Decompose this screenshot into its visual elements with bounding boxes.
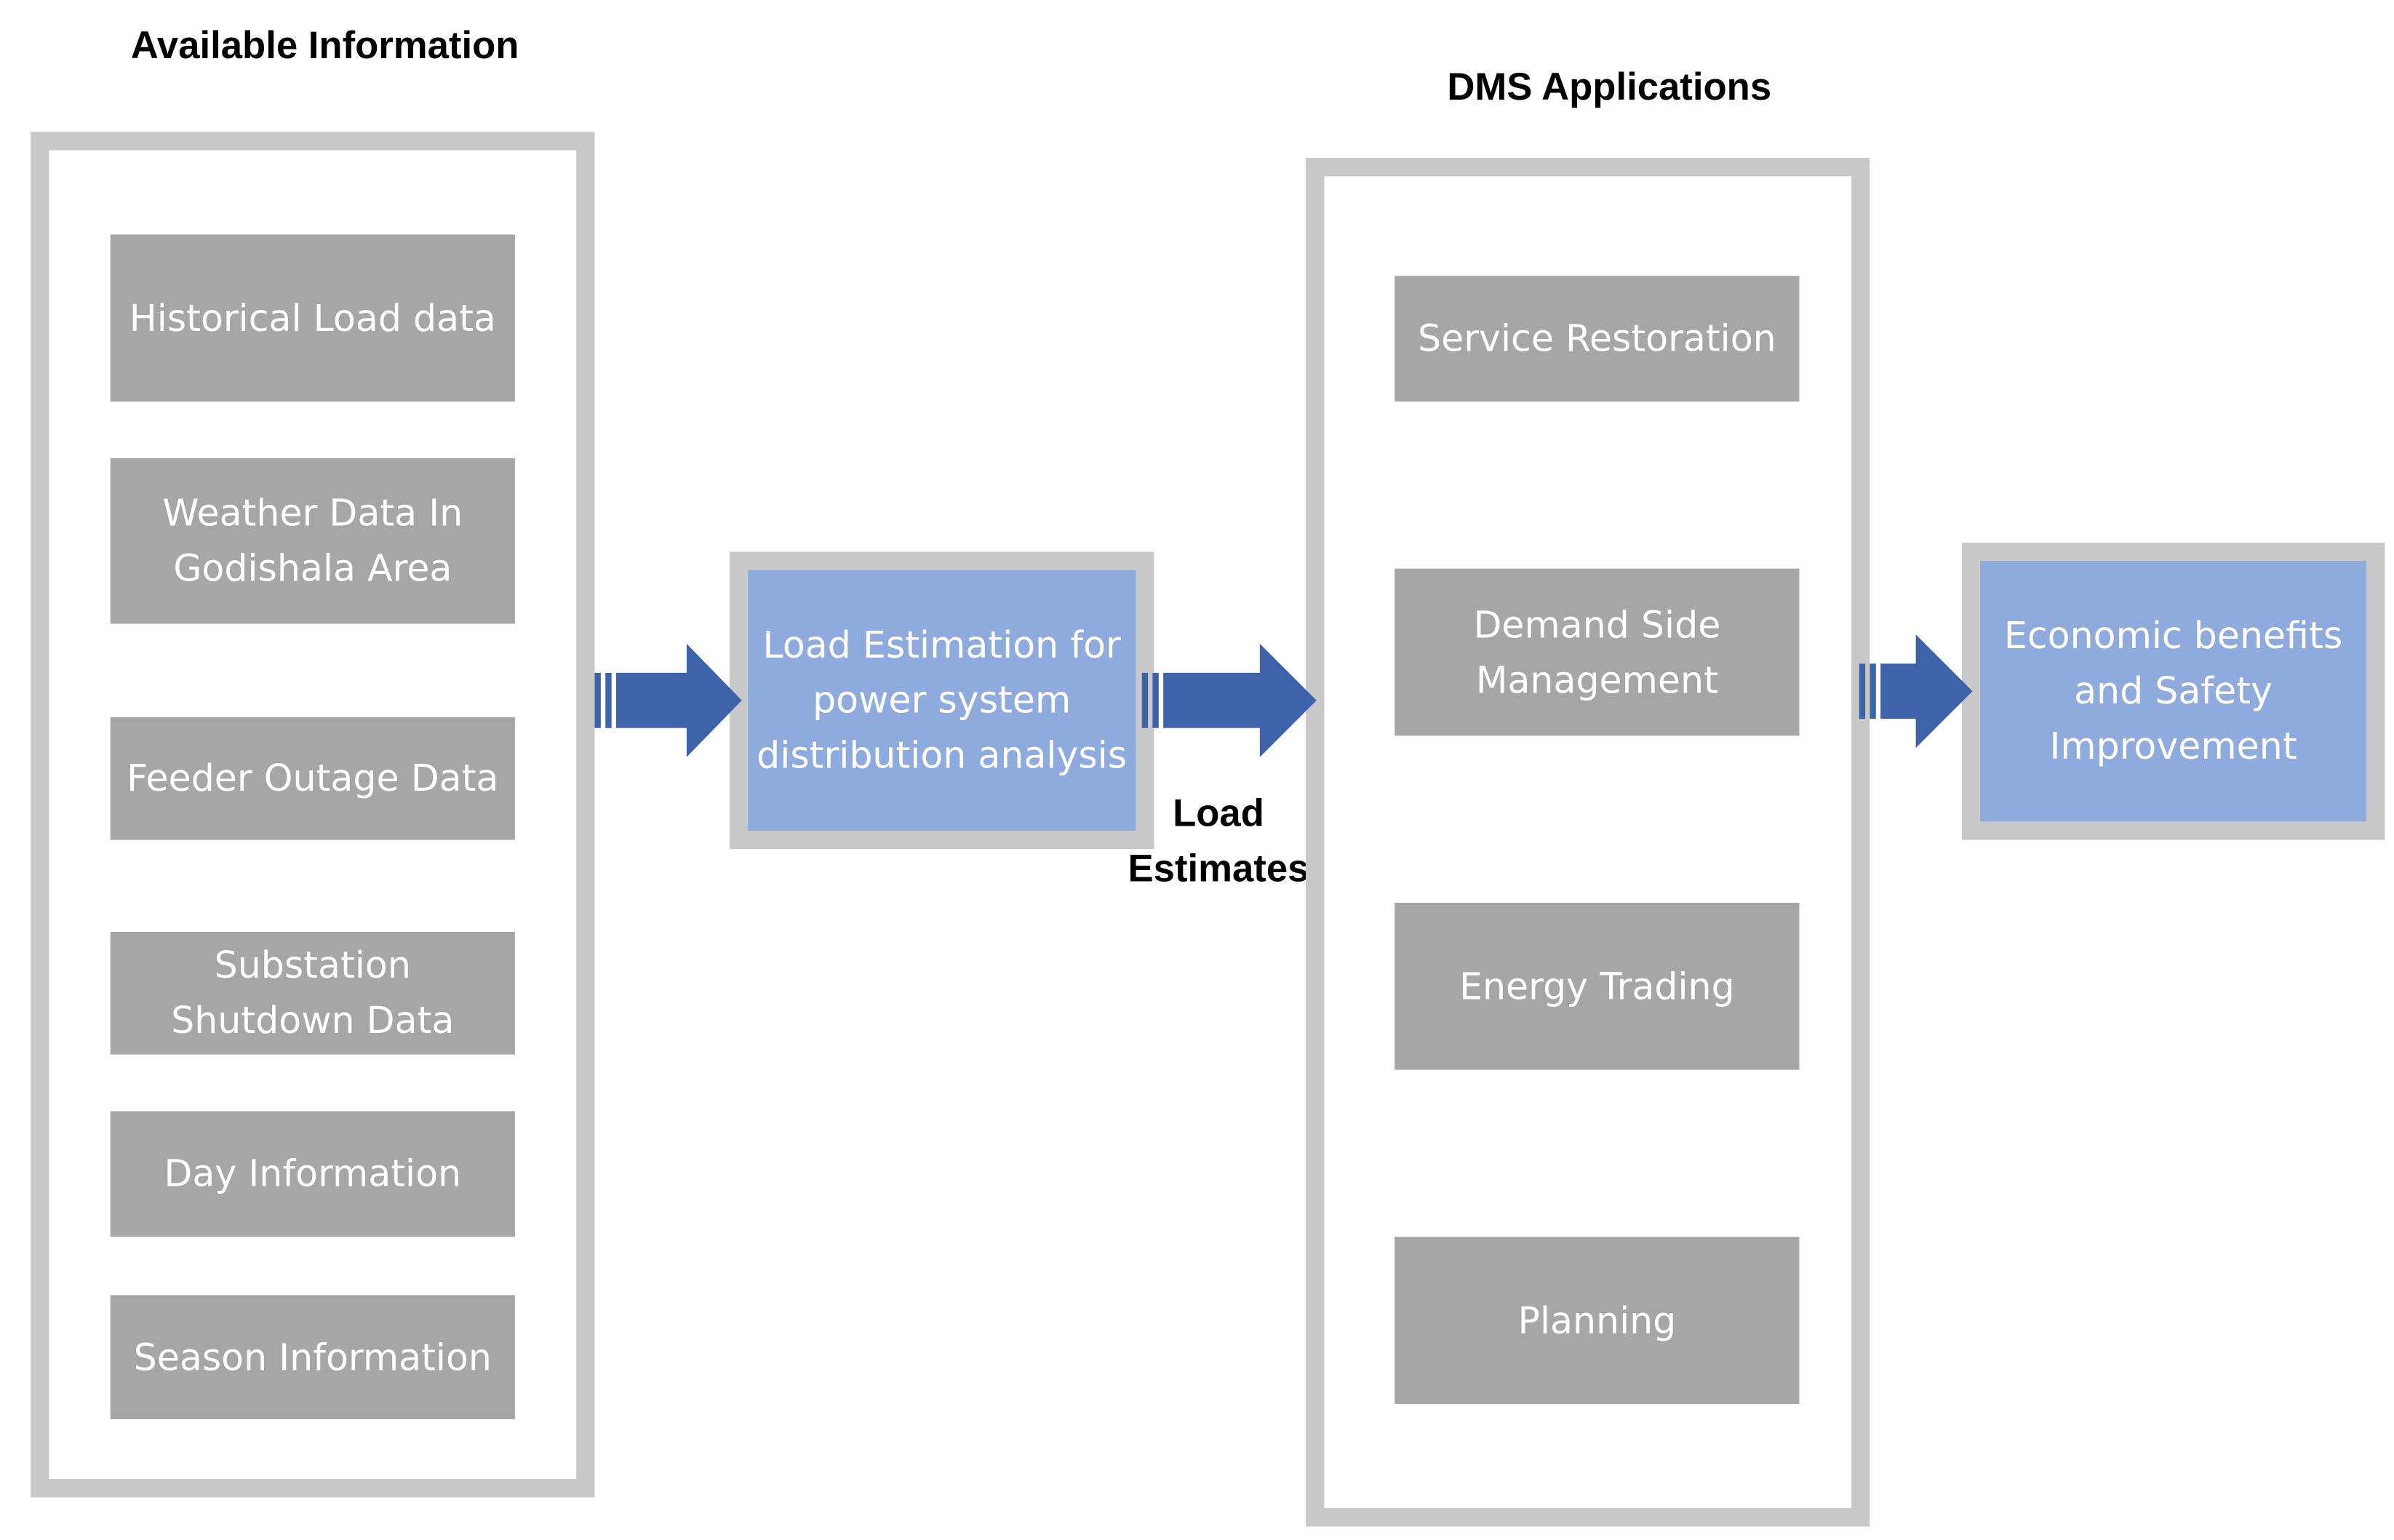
energy-trading-box: Energy Trading — [1394, 902, 1800, 1070]
weather-data-box: Weather Data In Godishala Area — [110, 458, 515, 624]
substation-shutdown-data-box: Substation Shutdown Data — [110, 931, 515, 1055]
arrow-to-outcome — [1859, 634, 1973, 749]
planning-box: Planning — [1394, 1237, 1800, 1404]
load-estimates-label: Load Estimates — [1128, 792, 1309, 891]
arrow-to-load-estimation — [594, 643, 742, 757]
dms-applications-heading: DMS Applications — [1447, 65, 1772, 109]
economic-benefits-box: Economic benefits and Safety Improvement — [1980, 561, 2367, 822]
available-information-heading: Available Information — [130, 24, 519, 68]
historical-load-data-box: Historical Load data — [110, 234, 515, 402]
season-information-box: Season Information — [110, 1295, 515, 1419]
load-estimation-box: Load Estimation for power system distrib… — [748, 570, 1136, 831]
arrow-to-dms-applications — [1141, 643, 1317, 757]
day-information-box: Day Information — [110, 1111, 515, 1237]
service-restoration-box: Service Restoration — [1394, 276, 1800, 402]
demand-side-management-box: Demand Side Management — [1394, 568, 1800, 736]
feeder-outage-data-box: Feeder Outage Data — [110, 717, 515, 840]
